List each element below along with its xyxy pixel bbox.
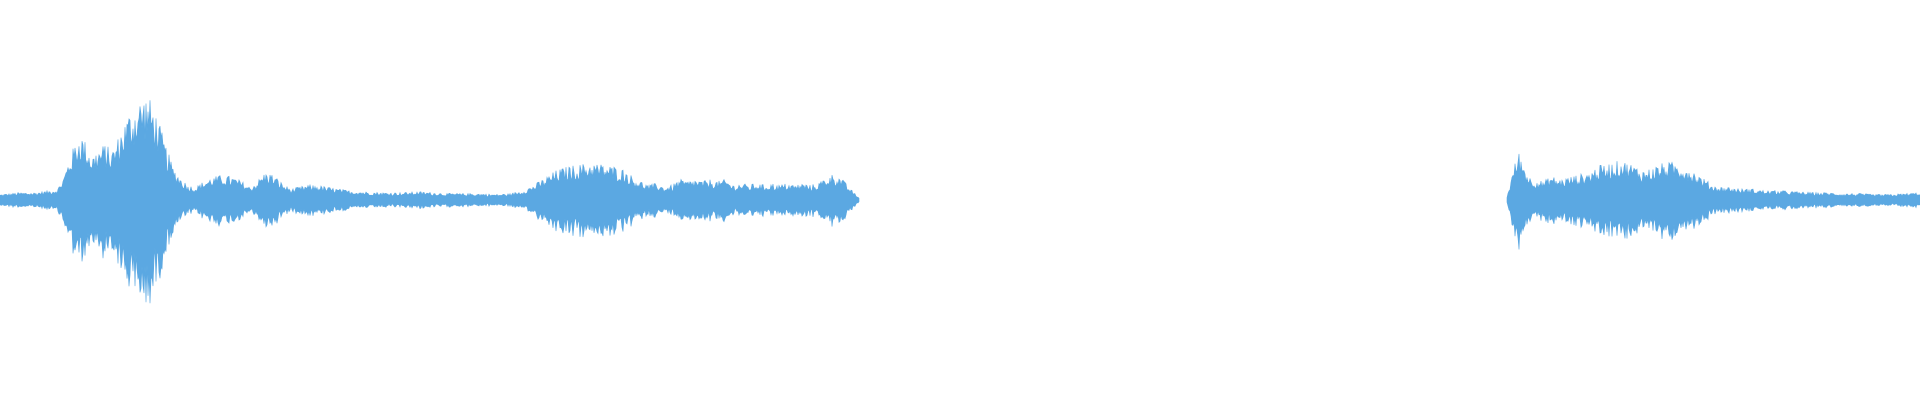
waveform-segment-1 [0, 100, 860, 304]
waveform-segment-2 [1506, 153, 1920, 250]
